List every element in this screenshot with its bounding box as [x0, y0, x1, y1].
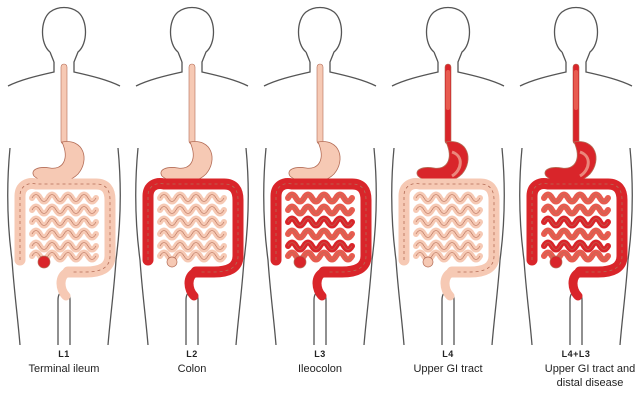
shoulder-outline	[392, 62, 438, 86]
body-diagram	[128, 0, 256, 345]
rectum	[573, 272, 580, 296]
rectum	[445, 272, 452, 296]
esophagus	[317, 64, 323, 144]
small-intestine	[416, 195, 480, 260]
terminal-ileum	[167, 257, 177, 267]
location-code: L1	[0, 349, 128, 359]
head-outline	[555, 8, 633, 87]
small-intestine	[544, 195, 608, 260]
location-code: L3	[256, 349, 384, 359]
shoulder-outline	[136, 62, 182, 86]
location-code: L4+L3	[512, 349, 640, 359]
terminal-ileum	[550, 256, 562, 268]
location-label: Ileocolon	[256, 362, 384, 376]
terminal-ileum	[294, 256, 306, 268]
body-diagram	[256, 0, 384, 345]
stomach	[33, 142, 84, 183]
small-intestine	[288, 195, 352, 260]
body-diagram	[0, 0, 128, 345]
location-label-line1: Upper GI tract	[384, 362, 512, 376]
body-diagram	[384, 0, 512, 345]
head-outline	[427, 8, 505, 87]
shoulder-outline	[264, 62, 310, 86]
location-label: Terminal ileum	[0, 362, 128, 376]
shoulder-outline	[8, 62, 54, 86]
shoulder-outline	[520, 62, 566, 86]
location-label-line2: distal disease	[530, 376, 640, 390]
location-label: Upper GI tract	[384, 362, 512, 376]
location-label-line1: Terminal ileum	[0, 362, 128, 376]
esophagus	[61, 64, 67, 144]
esophagus	[189, 64, 195, 144]
small-intestine	[160, 195, 224, 260]
location-label-line1: Upper GI tract and	[530, 362, 640, 376]
body-diagram	[512, 0, 640, 345]
location-label: Colon	[128, 362, 256, 376]
stomach	[161, 142, 212, 183]
head-outline	[43, 8, 121, 87]
head-outline	[171, 8, 249, 87]
location-code: L4	[384, 349, 512, 359]
stomach	[289, 142, 340, 183]
small-intestine	[32, 195, 96, 260]
location-code: L2	[128, 349, 256, 359]
location-label-line1: Colon	[128, 362, 256, 376]
location-label-line1: Ileocolon	[256, 362, 384, 376]
head-outline	[299, 8, 377, 87]
rectum	[317, 272, 324, 296]
terminal-ileum	[423, 257, 433, 267]
terminal-ileum	[38, 256, 50, 268]
rectum	[189, 272, 196, 296]
rectum	[61, 272, 68, 296]
